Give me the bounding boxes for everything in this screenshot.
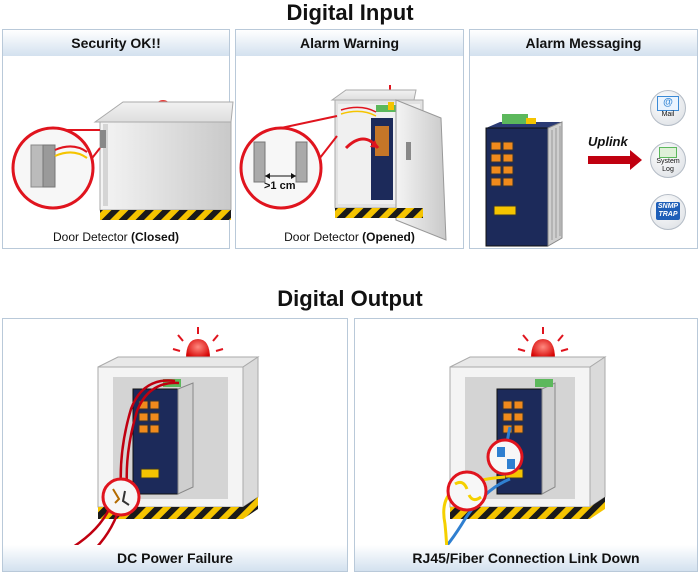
fiber-disconnect-zoom [446, 470, 488, 512]
panel-dc-power-failure: DC Power Failure [2, 318, 348, 572]
industrial-switch [132, 379, 194, 495]
snmp-label-line2: TRAP [658, 211, 678, 218]
panel-header-alarm-warning: Alarm Warning [236, 30, 463, 56]
system-log-icon: System Log [650, 142, 686, 178]
cabinet-open [330, 89, 447, 241]
panel-security-ok: Security OK!! Door Detector (Closed) [2, 29, 234, 249]
panel-header-security-ok: Security OK!! [3, 30, 229, 56]
industrial-switch [496, 379, 556, 495]
rj45-disconnect-zoom [486, 438, 524, 476]
gap-label: >1 cm [264, 180, 296, 192]
power-failure-zoom [101, 477, 141, 517]
caption-door-opened: Door Detector (Opened) [284, 230, 415, 244]
dc-power-failure-illustration [72, 327, 260, 554]
mail-icon: @ Mail [650, 90, 686, 126]
opened-cabinet-illustration [239, 85, 447, 241]
cabinet [93, 101, 234, 220]
uplink-arrow-icon [588, 150, 642, 170]
switch-uplink-illustration [485, 114, 642, 247]
digital-input-title: Digital Input [286, 0, 414, 25]
link-down-illustration [433, 327, 607, 561]
panel-alarm-messaging: Alarm Messaging Uplink @ Ma [469, 29, 698, 249]
uplink-label: Uplink [588, 134, 628, 149]
door-detector-opened-zoom [239, 115, 338, 210]
system-log-label-line2: Log [662, 166, 674, 173]
digital-output-title: Digital Output [277, 286, 423, 311]
mail-icon-label: Mail [661, 111, 675, 118]
panel-alarm-warning: Alarm Warning [235, 29, 464, 249]
snmp-trap-icon: SNMP TRAP [650, 194, 686, 230]
panel-header-dc-power-failure: DC Power Failure [3, 545, 347, 571]
panel-header-link-down: RJ45/Fiber Connection Link Down [355, 545, 697, 571]
system-log-label-line1: System [656, 158, 680, 165]
door-detector-closed-zoom [11, 126, 101, 210]
caption-door-closed: Door Detector (Closed) [52, 230, 180, 244]
snmp-label-line1: SNMP [657, 203, 679, 210]
panel-header-alarm-messaging: Alarm Messaging [470, 30, 697, 56]
closed-cabinet-illustration [11, 100, 234, 220]
industrial-switch [485, 114, 563, 247]
panel-link-down: RJ45/Fiber Connection Link Down [354, 318, 698, 572]
